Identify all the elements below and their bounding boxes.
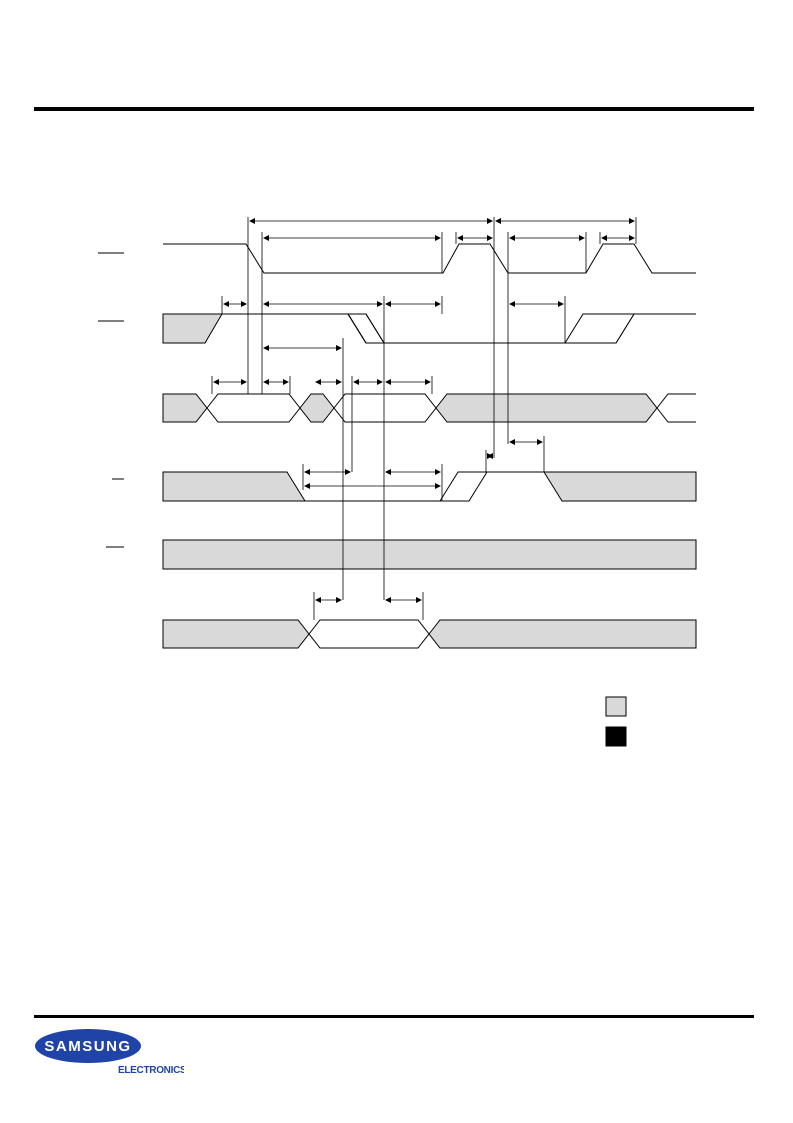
signal-3-waveform — [162, 393, 696, 423]
logo-wordmark: SAMSUNG — [44, 1038, 131, 1055]
legend-gray-swatch — [605, 696, 627, 717]
signal-6-waveform — [162, 619, 697, 649]
samsung-logo: SAMSUNG ELECTRONICS — [35, 1029, 184, 1076]
logo-subtext: ELECTRONICS — [118, 1065, 184, 1076]
signal-labels — [98, 252, 124, 548]
signal-2-waveform — [162, 313, 696, 344]
logo-ellipse — [35, 1029, 141, 1063]
bottom-rule — [34, 1015, 754, 1018]
signal-5-waveform — [162, 539, 697, 570]
signal-1-waveform — [163, 243, 696, 274]
top-rule — [34, 107, 754, 111]
reference-lines — [211, 217, 637, 620]
timing-arrows — [213, 218, 635, 603]
legend-black-swatch — [605, 726, 627, 747]
signal-4-waveform — [162, 471, 697, 502]
